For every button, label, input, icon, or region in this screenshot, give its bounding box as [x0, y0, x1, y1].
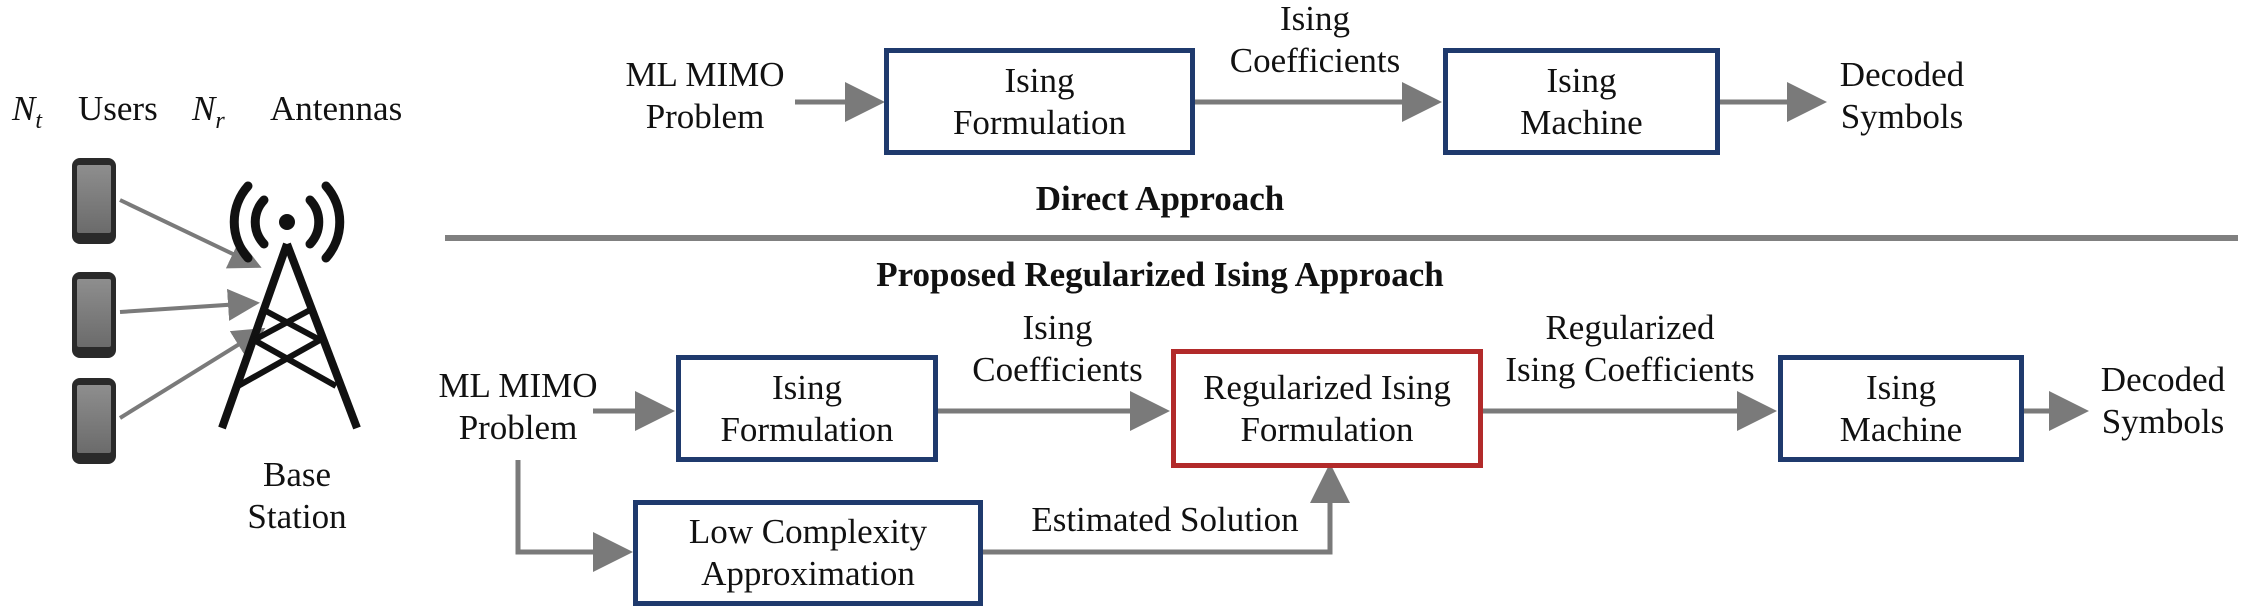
user-device-2-icon: [72, 272, 116, 358]
user-device-1-icon: [72, 158, 116, 244]
direct-input-label: ML MIMO Problem: [625, 55, 785, 136]
link-user-3-to-antenna: [118, 327, 266, 420]
direct-ising-machine-box: Ising Machine: [1443, 48, 1720, 155]
proposed-ising-formulation-box: Ising Formulation: [676, 355, 938, 462]
direct-coefficients-label: Ising Coefficients: [1229, 0, 1401, 80]
proposed-output-label: Decoded Symbols: [2100, 360, 2226, 441]
direct-approach-title: Direct Approach: [1035, 179, 1285, 218]
base-station-tower-icon: [218, 181, 361, 430]
arrow-low-complexity-to-regularized: [983, 463, 1350, 555]
direct-ising-formulation-box: Ising Formulation: [884, 48, 1195, 155]
proposed-input-label: ML MIMO Problem: [438, 366, 598, 447]
nr-subscript: r: [215, 108, 225, 134]
low-complexity-approximation-text: Low Complexity Approximation: [688, 512, 928, 593]
regularized-ising-formulation-box: Regularized Ising Formulation: [1171, 349, 1483, 468]
proposed-coefficients-label: Ising Coefficients: [972, 308, 1143, 389]
proposed-ising-machine-box: Ising Machine: [1778, 355, 2024, 462]
regularized-coefficients-label: Regularized Ising Coefficients: [1505, 308, 1755, 389]
antennas-label: Antennas: [270, 89, 403, 128]
proposed-approach-title: Proposed Regularized Ising Approach: [876, 255, 1444, 294]
user-device-3-icon: [72, 378, 116, 464]
proposed-ising-formulation-text: Ising Formulation: [720, 367, 894, 449]
direct-output-label: Decoded Symbols: [1839, 55, 1965, 136]
nt-label: Nt: [12, 88, 42, 142]
link-user-2-to-antenna: [119, 288, 260, 321]
regularized-ising-formulation-text: Regularized Ising Formulation: [1203, 367, 1451, 449]
low-complexity-approximation-box: Low Complexity Approximation: [633, 500, 983, 606]
estimated-solution-label: Estimated Solution: [1031, 500, 1299, 539]
nr-symbol: N: [192, 89, 216, 128]
nt-subscript: t: [35, 108, 43, 134]
users-label: Users: [78, 89, 158, 128]
link-user-1-to-antenna: [119, 198, 262, 269]
base-station-label: Base Station: [247, 455, 347, 536]
nt-symbol: N: [12, 89, 36, 128]
nr-label: Nr: [192, 88, 225, 142]
direct-ising-machine-text: Ising Machine: [1520, 60, 1643, 142]
arrow-input-to-low-complexity: [515, 460, 633, 572]
direct-ising-formulation-text: Ising Formulation: [952, 60, 1127, 142]
proposed-ising-machine-text: Ising Machine: [1839, 367, 1963, 449]
